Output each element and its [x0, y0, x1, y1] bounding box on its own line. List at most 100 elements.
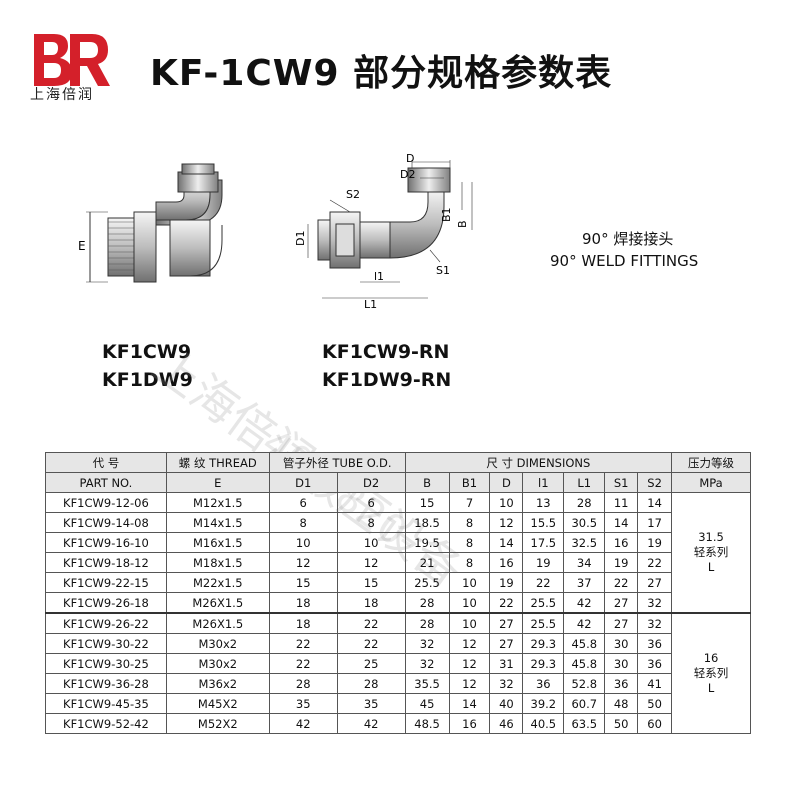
label-B1: B1: [440, 207, 453, 222]
table-cell: 50: [637, 693, 673, 714]
label-E: E: [78, 239, 86, 253]
part-number-cell: KF1CW9-18-12: [45, 552, 167, 573]
label-l1: l1: [374, 270, 384, 283]
label-L1: L1: [364, 298, 377, 311]
header-dimensions: 尺 寸 DIMENSIONS: [404, 452, 673, 473]
header-D2: D2: [336, 472, 406, 493]
table-cell: 42: [336, 713, 406, 734]
table-cell: 10: [489, 492, 524, 513]
table-cell: 6: [268, 492, 338, 513]
header-code: 代 号: [45, 452, 167, 473]
part-number-cell: KF1CW9-26-22: [45, 612, 167, 634]
part-number-cell: KF1CW9-12-06: [45, 492, 167, 513]
table-cell: 15: [336, 572, 406, 593]
table-cell: 11: [604, 492, 639, 513]
table-cell: M26X1.5: [165, 592, 270, 614]
table-cell: 12: [336, 552, 406, 573]
table-cell: 63.5: [563, 713, 606, 734]
table-cell: 14: [604, 512, 639, 533]
table-cell: 32: [637, 592, 673, 614]
table-cell: 17.5: [522, 532, 565, 553]
table-cell: 42: [563, 612, 606, 634]
table-cell: 16: [489, 552, 524, 573]
table-cell: 60: [637, 713, 673, 734]
pressure-series: 轻系列: [693, 666, 729, 680]
table-cell: 12: [448, 653, 491, 674]
fitting-drawing: E D D2 B1 B S2 D1 S1 l1 L1: [78, 152, 473, 311]
table-cell: 8: [448, 552, 491, 573]
table-cell: 19: [637, 532, 673, 553]
label-S1: S1: [436, 264, 450, 277]
table-cell: M22x1.5: [165, 572, 270, 593]
table-cell: 50: [604, 713, 639, 734]
table-cell: 22: [604, 572, 639, 593]
table-cell: 8: [336, 512, 406, 533]
model-name: KF1CW9: [102, 341, 192, 363]
header-B1: B1: [448, 472, 491, 493]
table-cell: 10: [448, 572, 491, 593]
table-cell: 45.8: [563, 653, 606, 674]
table-cell: 19: [604, 552, 639, 573]
table-cell: 27: [489, 633, 524, 654]
header-l1: l1: [522, 472, 565, 493]
table-cell: 14: [489, 532, 524, 553]
part-number-cell: KF1CW9-26-18: [45, 592, 167, 614]
header-S1: S1: [604, 472, 639, 493]
description-cn: 90° 焊接接头: [582, 230, 674, 248]
page-title: KF-1CW9 部分规格参数表: [150, 53, 613, 94]
fitting-description: 90° 焊接接头 90° WELD FITTINGS: [550, 228, 698, 272]
table-cell: 32: [637, 612, 673, 634]
table-cell: M26X1.5: [165, 612, 270, 634]
table-cell: M12x1.5: [165, 492, 270, 513]
table-cell: 40.5: [522, 713, 565, 734]
table-cell: 42: [268, 713, 338, 734]
table-cell: 46: [489, 713, 524, 734]
pressure-letter: L: [707, 681, 715, 695]
description-en: 90° WELD FITTINGS: [550, 252, 699, 270]
table-cell: 25.5: [404, 572, 450, 593]
pressure-letter: L: [707, 560, 715, 574]
table-cell: 22: [336, 633, 406, 654]
table-cell: 32: [404, 653, 450, 674]
table-cell: M30x2: [165, 633, 270, 654]
label-S2: S2: [346, 188, 360, 201]
table-cell: 12: [268, 552, 338, 573]
table-cell: 30: [604, 653, 639, 674]
table-cell: 36: [604, 673, 639, 694]
table-cell: 35: [336, 693, 406, 714]
model-name: KF1DW9: [102, 369, 193, 391]
table-cell: 36: [637, 653, 673, 674]
table-cell: 22: [489, 592, 524, 614]
table-cell: 10: [448, 612, 491, 634]
table-cell: 13: [522, 492, 565, 513]
table-cell: 6: [336, 492, 406, 513]
table-cell: 60.7: [563, 693, 606, 714]
label-B: B: [456, 220, 469, 228]
table-cell: 12: [489, 512, 524, 533]
table-cell: M14x1.5: [165, 512, 270, 533]
table-cell: 22: [522, 572, 565, 593]
table-cell: 18: [268, 612, 338, 634]
table-cell: 34: [563, 552, 606, 573]
table-cell: 27: [637, 572, 673, 593]
logo-subtitle: 上海倍润: [30, 87, 94, 103]
header-E: E: [165, 472, 270, 493]
table-cell: 21: [404, 552, 450, 573]
part-number-cell: KF1CW9-45-35: [45, 693, 167, 714]
table-cell: 16: [604, 532, 639, 553]
pressure-series: 轻系列: [693, 545, 729, 559]
table-cell: 27: [604, 612, 639, 634]
header-part-no: PART NO.: [45, 472, 167, 493]
table-cell: 28: [404, 592, 450, 614]
table-cell: 45.8: [563, 633, 606, 654]
table-cell: 10: [448, 592, 491, 614]
table-cell: 25: [336, 653, 406, 674]
table-cell: 22: [336, 612, 406, 634]
table-cell: 19: [489, 572, 524, 593]
